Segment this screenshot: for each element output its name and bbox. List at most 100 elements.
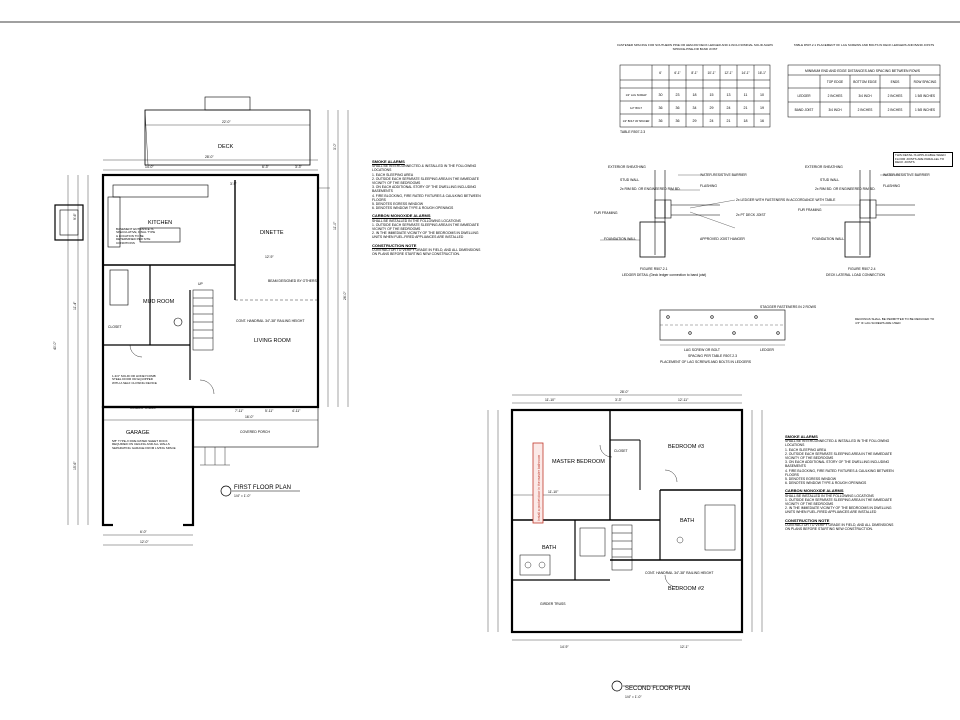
note-door: 1-3/4" SOLID OR HONEYCOMB STEEL DOOR OR …: [112, 375, 157, 385]
table1-cell-0-3: 15: [710, 93, 714, 97]
cn-text: CONTRACTOR TO VERIFY GRADE IN FIELD, AND…: [372, 247, 481, 257]
dim-second-overall: 28'-0": [620, 390, 629, 394]
bedroom3-label: BEDROOM #3: [668, 444, 704, 450]
table1-cell-0-0: 30: [659, 93, 663, 97]
label-flashing-2: FLASHING: [883, 184, 900, 188]
table2-row-label-1: BAND JOIST: [795, 108, 814, 112]
table1-cell-0-6: 10: [760, 93, 764, 97]
first-floor-scale: 1/4" = 1'-0": [234, 494, 251, 498]
stairs-first-floor: [192, 289, 214, 351]
table2-header-4: ROW SPACING: [914, 80, 937, 84]
smoke-item-2: 2. OUTSIDE EACH SEPARATE SLEEPING AREA I…: [372, 176, 479, 186]
stair-up-label: UP: [198, 282, 203, 286]
girder-second-label: GIRDER TRUSS: [540, 602, 566, 606]
table1-cell-1-2: 34: [693, 106, 697, 110]
table1-cell-0-2: 18: [693, 93, 697, 97]
dim-garage-width: 12'-0": [140, 540, 149, 544]
label-fur-2: FUR FRAMING: [798, 208, 822, 212]
co-item-2: 2. IN THE IMMEDIATE VICINITY OF THE BEDR…: [372, 231, 479, 240]
label-flashing-1: FLASHING: [700, 184, 717, 188]
label-rim-2: 2x RIM BD. OR ENGINEERED RIM BD.: [815, 187, 876, 191]
bath-hall-label: BATH: [680, 518, 694, 524]
note-basement: BASEMENT ENTRANCE IS SPECULATIVE, FINAL …: [116, 228, 156, 245]
table1-header-0: 6': [659, 71, 662, 75]
smoke-item-4: 4. FIRE BLOCKING, FIRE RATED FIXTURES & …: [372, 193, 481, 202]
table1-cells: 6'6'-1"8'-1"10'-1"12'-1"14'-1"16'-1"1/2"…: [623, 71, 767, 123]
table1-cell-1-6: 19: [760, 106, 764, 110]
dim-right-a: 3'-0": [333, 142, 337, 150]
dim-dinette-depth: 12'-9": [265, 255, 274, 259]
second-floor-title: SECOND FLOOR PLAN: [625, 686, 690, 692]
label-sheathing-2: EXTERIOR SHEATHING: [805, 165, 843, 169]
first-floor-walls: [101, 173, 320, 409]
dim-second-mid: 11'-10": [548, 490, 559, 494]
dim-left-a: 9'-6": [73, 212, 77, 220]
cn-heading: CONSTRUCTION NOTE: [372, 242, 417, 248]
table1-cell-1-5: 21: [744, 106, 748, 110]
label-foundation-2: FOUNDATION WALL: [812, 237, 844, 241]
fig3-sub: PLACEMENT OF LAG SCREWS AND BOLTS IN LED…: [660, 360, 752, 364]
label-joist-1: 2x PT DECK JOIST: [736, 213, 766, 217]
dim-overall-width: 28'-0": [205, 155, 214, 159]
table1-cell-0-4: 13: [727, 93, 731, 97]
dim-bottom-c: 4'-11": [292, 409, 301, 413]
note-beam: BEAM DESIGNED BY OTHERS: [268, 279, 317, 283]
label-barrier-1: WATER-RESISTIVE BARRIER: [700, 173, 747, 177]
smoke-heading: SMOKE ALARMS: [372, 159, 405, 164]
second-floor-scale: 1/4" = 1'-0": [625, 695, 642, 699]
table1-cell-2-5: 18: [744, 119, 748, 123]
kitchen-label: KITCHEN: [148, 220, 172, 226]
smoke-item-2-4: 4. FIRE BLOCKING, FIRE RATED FIXTURES & …: [785, 468, 894, 477]
table1-cell-1-4: 24: [727, 106, 731, 110]
first-floor-title: FIRST FLOOR PLAN: [234, 485, 291, 491]
dim-left-b: 11'-4": [73, 301, 77, 310]
table1-title: FASTENER SPACING FOR SOUTHERN PINE OR HE…: [617, 44, 773, 51]
dim-left-c: 15'-6": [73, 461, 77, 470]
table2-cell-0-3: 1 5/8 INCHES: [915, 94, 935, 98]
note-railing: CONT. HANDRAIL 34"-38" RAILING HEIGHT: [236, 319, 304, 323]
deck-note: DECKINGS SHALL BE PERMITTED TO BE REDUCE…: [855, 318, 935, 325]
table2-cell-1-0: 3/4 INCH: [828, 108, 842, 112]
table1-header-2: 8'-1": [691, 71, 697, 75]
second-floor-plan: [487, 394, 763, 692]
side-stoop: [54, 204, 84, 241]
bedroom2-label: BEDROOM #2: [668, 586, 704, 592]
co-item-2-2: 2. IN THE IMMEDIATE VICINITY OF THE BEDR…: [785, 506, 892, 515]
co-intro: SHALL BE INSTALLED IN THE FOLLOWING LOCA…: [372, 218, 461, 223]
dinette-label: DINETTE: [260, 230, 284, 236]
table2-cell-1-3: 1 5/8 INCHES: [915, 108, 935, 112]
label-rim-1: 2x RIM BD. OR ENGINEERED RIM BD.: [620, 187, 681, 191]
smoke-item-2-5: 5. DENOTES EGRESS WINDOW: [785, 477, 837, 482]
smoke-intro-2: SHALL BE INTERCONNECTED & INSTALLED IN T…: [785, 439, 890, 448]
table1-cell-2-3: 24: [710, 119, 714, 123]
table-fastener-spacing: [619, 64, 771, 128]
dim-deck-width: 22'-0": [222, 120, 231, 124]
co-heading: CARBON MONOXIDE ALARMS: [372, 213, 431, 219]
covered-porch: [192, 406, 319, 448]
table1-row-label-0: 1/2" LAG SCREW: [626, 93, 647, 97]
first-floor-plan: [54, 96, 349, 546]
master-bedroom-label: MASTER BEDROOM: [552, 459, 605, 465]
dim-second-top-b: 3'-3": [615, 398, 623, 402]
table1-row-label-2: 1/2" BOLT W/ SPACER: [623, 119, 650, 123]
table1-cell-1-3: 29: [710, 106, 714, 110]
table1-cell-2-4: 21: [727, 119, 731, 123]
dim-right-b: 11'-0": [333, 221, 337, 230]
dim-top-a: 14'-0": [145, 165, 154, 169]
table1-header-5: 14'-1": [741, 71, 749, 75]
table1-header-6: 16'-1": [758, 71, 766, 75]
smoke-item-2-6: 6. DENOTES WINDOW TYPE & ROUGH OPENINGS: [785, 481, 867, 486]
dim-top-d: 3'-3": [295, 165, 303, 169]
fig2-sub: DECK LATERAL LOAD CONNECTION: [826, 273, 886, 277]
label-foundation-1: FOUNDATION WALL: [604, 237, 636, 241]
dim-top-c: 6'-3": [262, 165, 270, 169]
first-floor-labels: KITCHEN DINETTE MUD ROOM LIVING ROOM GAR…: [53, 120, 347, 544]
table2-cell-0-0: 2 INCHES: [828, 94, 843, 98]
dim-top-b: 3'-9": [230, 182, 238, 186]
table1-header-4: 12'-1": [724, 71, 732, 75]
living-room-label: LIVING ROOM: [254, 338, 291, 344]
table1-ref: TABLE R507.2.3: [620, 130, 645, 134]
dim-second-top-c: 12'-11": [678, 398, 689, 402]
dim-left-overall: 40'-0": [53, 341, 57, 350]
